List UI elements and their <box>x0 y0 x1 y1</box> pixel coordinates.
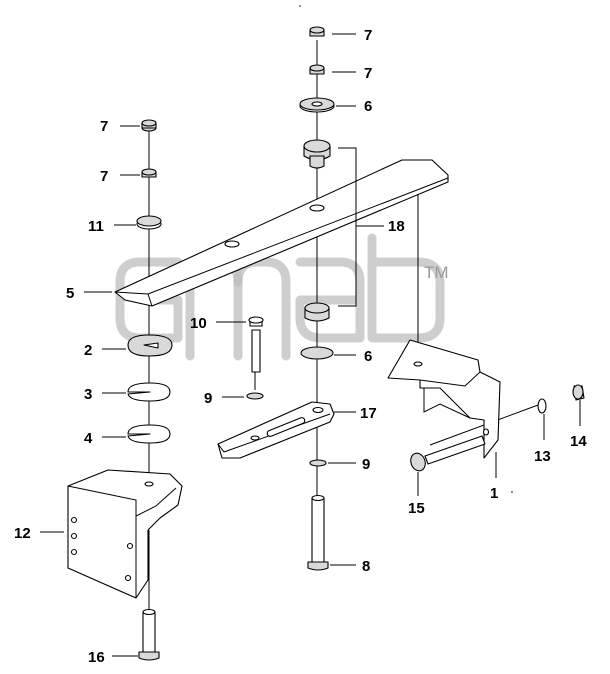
callout-16: 16 <box>88 649 105 666</box>
callout-labels: 7 7 6 7 7 11 18 5 10 2 6 3 9 17 4 14 9 1… <box>14 27 587 666</box>
callout-7: 7 <box>364 27 372 44</box>
callout-9: 9 <box>362 456 370 473</box>
part-16-bolt <box>138 608 160 661</box>
callout-7: 7 <box>100 168 108 185</box>
callout-3: 3 <box>84 386 92 403</box>
callout-7: 7 <box>100 118 108 135</box>
parts-13-14-washer-nut <box>537 384 585 414</box>
callout-11: 11 <box>88 218 104 235</box>
callout-4: 4 <box>84 430 93 447</box>
callout-10: 10 <box>190 315 207 332</box>
part-1-bracket <box>387 339 501 459</box>
callout-5: 5 <box>66 285 74 302</box>
part-5-rail <box>114 159 449 307</box>
part-12-bracket <box>67 469 183 599</box>
callout-18: 18 <box>388 218 405 235</box>
watermark-trademark: TM <box>424 263 449 282</box>
part-17-link-plate <box>217 401 335 459</box>
callout-9: 9 <box>204 390 212 407</box>
part-10-bolt <box>246 316 264 400</box>
leader-lines <box>40 5 581 657</box>
center-hardware-stack <box>299 26 335 571</box>
callout-6: 6 <box>364 348 372 365</box>
callout-6: 6 <box>364 98 372 115</box>
assembly-axis-lines <box>148 40 539 612</box>
callout-14: 14 <box>570 433 587 450</box>
callout-12: 12 <box>14 525 31 542</box>
left-hardware-stack <box>127 119 173 444</box>
callout-2: 2 <box>84 342 92 359</box>
part-15-bolt <box>410 435 486 472</box>
callout-8: 8 <box>362 558 370 575</box>
callout-15: 15 <box>408 500 425 517</box>
part-18-bracket-line <box>338 147 384 307</box>
callout-13: 13 <box>534 448 551 465</box>
callout-17: 17 <box>360 405 377 422</box>
callout-7: 7 <box>364 65 372 82</box>
callout-1: 1 <box>490 485 498 502</box>
